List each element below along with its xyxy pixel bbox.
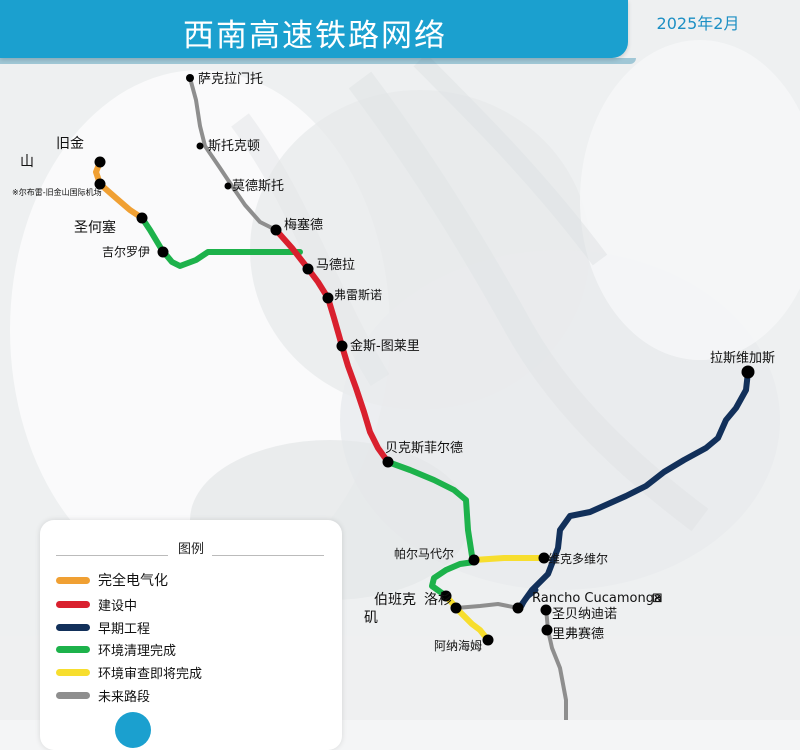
legend-swatch-future (56, 691, 90, 699)
decorative-blue-dot (115, 712, 151, 748)
legend-label: 早期工程 (98, 621, 151, 637)
station-label-merced: 梅塞德 (284, 217, 323, 233)
station-label-sf-1: 旧金 (56, 136, 84, 152)
station-label-la-1: 洛杉 (424, 592, 452, 608)
station-dot-sf (94, 156, 106, 168)
station-label-madera: 马德拉 (316, 258, 355, 273)
station-label-fresno: 弗雷斯诺 (334, 288, 382, 302)
station-label-anaheim: 阿纳海姆 (434, 638, 482, 653)
header-shadow (0, 58, 636, 64)
station-dot-lasvegas (741, 365, 755, 379)
station-label-sacramento: 萨克拉门托 (198, 72, 263, 87)
legend-item-future: 未来路段 (56, 685, 150, 705)
station-dot-la (450, 602, 462, 614)
station-label-lasvegas: 拉斯维加斯 (710, 351, 775, 366)
station-label-modesto: 莫德斯托 (232, 179, 284, 194)
station-label-stockton: 斯托克顿 (208, 139, 260, 154)
station-dot-kings-tulare (336, 340, 348, 352)
station-dot-anaheim (482, 634, 494, 646)
page-title: 西南高速铁路网络 (183, 18, 447, 54)
station-dot-merced (270, 224, 282, 236)
station-label-bakersfield: 贝克斯菲尔德 (385, 441, 463, 456)
station-label-palmdale: 帕尔马代尔 (394, 546, 454, 561)
segment-palmdale-victorville (471, 555, 547, 563)
station-dot-gilroy (157, 246, 169, 258)
legend-label: 环境审查即将完成 (98, 666, 203, 682)
legend-swatch-env-cleared (56, 645, 90, 653)
station-dot-sfo (94, 178, 106, 190)
date-label: 2025年2月 (656, 14, 740, 33)
legend-divider-left (56, 555, 168, 556)
legend-item-env-cleared: 环境清理完成 (56, 639, 176, 659)
legend-label: 环境清理完成 (98, 643, 177, 659)
legend-swatch-construction (56, 600, 90, 608)
legend-title: 图例 (177, 542, 204, 557)
station-label-kings-tulare: 金斯-图莱里 (350, 338, 420, 354)
legend-swatch-early (56, 623, 90, 631)
station-label-la-2: 矶 (364, 610, 378, 626)
station-dot-sanbernardino (540, 604, 552, 616)
segment-sacramento-merced (188, 76, 278, 232)
station-dot-bakersfield (382, 456, 394, 468)
station-label-gilroy: 吉尔罗伊 (102, 244, 150, 259)
legend-item-electrified: 完全电气化 (56, 570, 168, 590)
rail-network-map: 萨克拉门托 斯托克顿 莫德斯托 梅塞德 旧金 山 ※尔布雷-旧金山国际机场 圣何… (10, 40, 800, 720)
station-label-rancho-mark: ⊠ (652, 591, 663, 606)
station-dot-stockton (196, 142, 204, 150)
station-label-burbank: 伯班克 (374, 592, 416, 608)
station-dot-sacramento (186, 74, 194, 82)
segment-sf-sanjose (93, 159, 145, 221)
segment-sanjose-merced (139, 215, 303, 269)
legend-panel: 图例 完全电气化 建设中 早期工程 环境清理完成 环境审查即将完成 未来路段 (40, 520, 342, 750)
station-dot-madera (302, 263, 314, 275)
segments-env-cleared (139, 215, 477, 599)
station-dot-rancho (512, 602, 524, 614)
station-label-sfo: ※尔布雷-旧金山国际机场 (12, 187, 102, 197)
legend-swatch-env-review (56, 668, 90, 676)
station-label-victorville: 维克多维尔 (548, 551, 608, 566)
legend-label: 建设中 (98, 598, 138, 614)
station-dot-riverside (541, 624, 553, 636)
station-label-riverside: 里弗赛德 (552, 626, 604, 642)
terrain-background (10, 40, 800, 600)
legend-divider-right (212, 555, 324, 556)
station-dot-palmdale (468, 554, 480, 566)
legend-label: 未来路段 (98, 689, 151, 705)
segment-bakersfield-palmdale (385, 459, 477, 565)
station-dot-sanjose (136, 212, 148, 224)
station-labels: 萨克拉门托 斯托克顿 莫德斯托 梅塞德 旧金 山 ※尔布雷-旧金山国际机场 圣何… (12, 72, 775, 653)
legend-swatch-electrified (56, 576, 90, 584)
station-label-rancho: Rancho Cucamonga (532, 591, 662, 606)
station-label-sf-2: 山 (20, 154, 34, 170)
segment-vegas-spur (519, 587, 539, 609)
stations (94, 74, 755, 646)
legend-item-env-review: 环境审查即将完成 (56, 662, 202, 682)
legend-label: 完全电气化 (98, 573, 168, 589)
station-dot-victorville (538, 552, 550, 564)
station-label-sanjose: 圣何塞 (74, 219, 116, 236)
station-dot-burbank (440, 590, 452, 602)
station-label-sanbernardino: 圣贝纳迪诺 (552, 607, 617, 622)
segment-palmdale-burbank (429, 559, 477, 599)
legend-item-construction: 建设中 (56, 594, 137, 614)
legend-item-early: 早期工程 (56, 617, 150, 637)
header-bar (0, 0, 628, 58)
segment-victorville-lasvegas (519, 369, 751, 607)
station-dot-modesto (224, 182, 232, 190)
station-dot-fresno (322, 292, 334, 304)
